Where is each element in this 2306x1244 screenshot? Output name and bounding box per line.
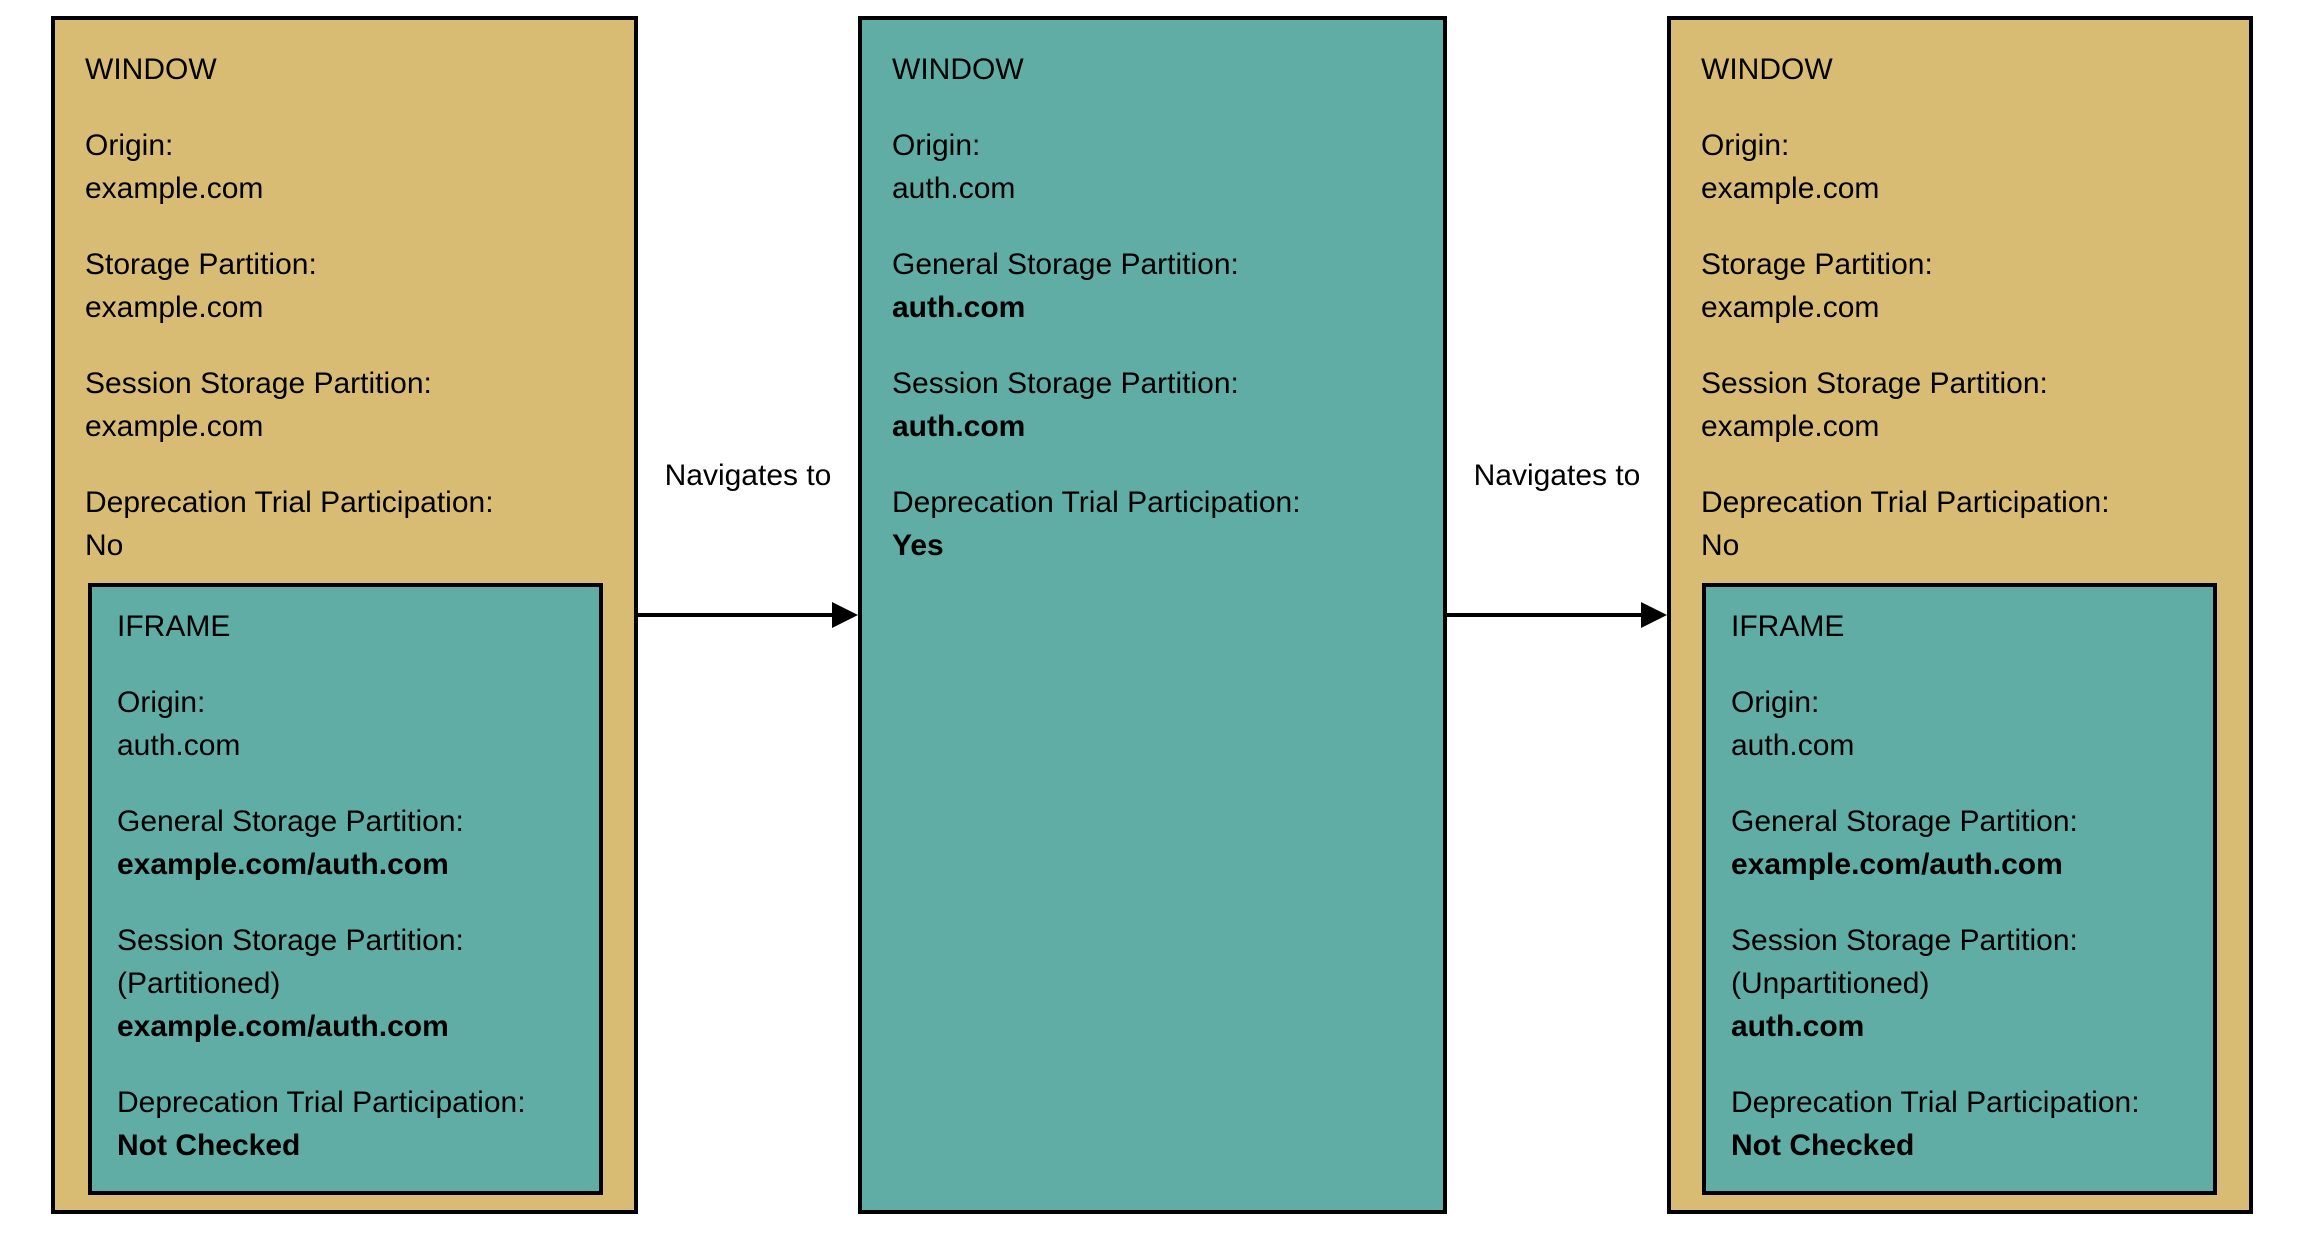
- iframe1-session-value: example.com/auth.com: [117, 1010, 449, 1043]
- arrowhead-icon-2: [1641, 602, 1667, 628]
- window3-trial-label: Deprecation Trial Participation:: [1701, 486, 2110, 519]
- window2-general-label: General Storage Partition:: [892, 248, 1239, 281]
- window3-origin-label: Origin:: [1701, 129, 1790, 162]
- iframe3-origin-field: Origin: auth.com: [1731, 681, 2193, 767]
- window3-origin-field: Origin: example.com: [1701, 124, 2223, 210]
- window1-trial-value: No: [85, 529, 124, 562]
- iframe3-origin-value: auth.com: [1731, 729, 1855, 762]
- iframe3-general-value: example.com/auth.com: [1731, 848, 2063, 881]
- iframe3-session-field: Session Storage Partition: (Unpartitione…: [1731, 919, 2193, 1048]
- iframe3-session-value: auth.com: [1731, 1010, 1865, 1043]
- window1-title: WINDOW: [85, 53, 217, 86]
- window2-trial-value: Yes: [892, 529, 944, 562]
- iframe3-title: IFRAME: [1731, 610, 1845, 643]
- iframe3-general-field: General Storage Partition: example.com/a…: [1731, 800, 2193, 886]
- window2-origin-label: Origin:: [892, 129, 981, 162]
- iframe1-session-label: Session Storage Partition:: [117, 924, 464, 957]
- window2-session-label: Session Storage Partition:: [892, 367, 1239, 400]
- window2-general-field: General Storage Partition: auth.com: [892, 243, 1417, 329]
- window2-trial-field: Deprecation Trial Participation: Yes: [892, 481, 1417, 567]
- window2-origin-field: Origin: auth.com: [892, 124, 1417, 210]
- iframe1-title: IFRAME: [117, 610, 231, 643]
- window1-session-label: Session Storage Partition:: [85, 367, 432, 400]
- iframe3-trial-value: Not Checked: [1731, 1129, 1915, 1162]
- window1-trial-label: Deprecation Trial Participation:: [85, 486, 494, 519]
- iframe1-trial-field: Deprecation Trial Participation: Not Che…: [117, 1081, 579, 1167]
- iframe1-session-field: Session Storage Partition: (Partitioned)…: [117, 919, 579, 1048]
- iframe1-origin-label: Origin:: [117, 686, 206, 719]
- window3-trial-field: Deprecation Trial Participation: No: [1701, 481, 2223, 567]
- window3-storage-label: Storage Partition:: [1701, 248, 1933, 281]
- iframe1-general-label: General Storage Partition:: [117, 805, 464, 838]
- window1-origin-field: Origin: example.com: [85, 124, 608, 210]
- window1-trial-field: Deprecation Trial Participation: No: [85, 481, 608, 567]
- window3-storage-value: example.com: [1701, 291, 1880, 324]
- window1-storage-value: example.com: [85, 291, 264, 324]
- iframe1-trial-value: Not Checked: [117, 1129, 301, 1162]
- iframe3-general-label: General Storage Partition:: [1731, 805, 2078, 838]
- window3-session-label: Session Storage Partition:: [1701, 367, 2048, 400]
- iframe1-origin-value: auth.com: [117, 729, 241, 762]
- window1-origin-label: Origin:: [85, 129, 174, 162]
- iframe-box-3: IFRAME Origin: auth.com General Storage …: [1702, 583, 2217, 1195]
- navigates-to-label-2: Navigates to: [1473, 459, 1641, 492]
- window3-origin-value: example.com: [1701, 172, 1880, 205]
- iframe3-trial-label: Deprecation Trial Participation:: [1731, 1086, 2140, 1119]
- window3-session-value: example.com: [1701, 410, 1880, 443]
- iframe3-session-label: Session Storage Partition:: [1731, 924, 2078, 957]
- window1-storage-field: Storage Partition: example.com: [85, 243, 608, 329]
- iframe1-general-value: example.com/auth.com: [117, 848, 449, 881]
- window2-trial-label: Deprecation Trial Participation:: [892, 486, 1301, 519]
- arrowhead-icon-1: [832, 602, 858, 628]
- iframe1-session-mode: (Partitioned): [117, 967, 281, 1000]
- iframe1-general-field: General Storage Partition: example.com/a…: [117, 800, 579, 886]
- window3-session-field: Session Storage Partition: example.com: [1701, 362, 2223, 448]
- window2-session-value: auth.com: [892, 410, 1026, 443]
- window2-origin-value: auth.com: [892, 172, 1016, 205]
- iframe3-session-mode: (Unpartitioned): [1731, 967, 1930, 1000]
- window3-trial-value: No: [1701, 529, 1740, 562]
- iframe1-trial-label: Deprecation Trial Participation:: [117, 1086, 526, 1119]
- iframe1-origin-field: Origin: auth.com: [117, 681, 579, 767]
- iframe3-origin-label: Origin:: [1731, 686, 1820, 719]
- window3-storage-field: Storage Partition: example.com: [1701, 243, 2223, 329]
- window-box-3: WINDOW Origin: example.com Storage Parti…: [1667, 16, 2253, 1214]
- window2-session-field: Session Storage Partition: auth.com: [892, 362, 1417, 448]
- window1-storage-label: Storage Partition:: [85, 248, 317, 281]
- window1-session-field: Session Storage Partition: example.com: [85, 362, 608, 448]
- iframe3-trial-field: Deprecation Trial Participation: Not Che…: [1731, 1081, 2193, 1167]
- iframe-box-1: IFRAME Origin: auth.com General Storage …: [88, 583, 603, 1195]
- window1-origin-value: example.com: [85, 172, 264, 205]
- window-box-1: WINDOW Origin: example.com Storage Parti…: [51, 16, 638, 1214]
- window-box-2: WINDOW Origin: auth.com General Storage …: [858, 16, 1447, 1214]
- window2-title: WINDOW: [892, 53, 1024, 86]
- navigates-to-label-1: Navigates to: [664, 459, 832, 492]
- window2-general-value: auth.com: [892, 291, 1026, 324]
- window3-title: WINDOW: [1701, 53, 1833, 86]
- arrow-line-1: [638, 613, 832, 617]
- window1-session-value: example.com: [85, 410, 264, 443]
- arrow-line-2: [1447, 613, 1641, 617]
